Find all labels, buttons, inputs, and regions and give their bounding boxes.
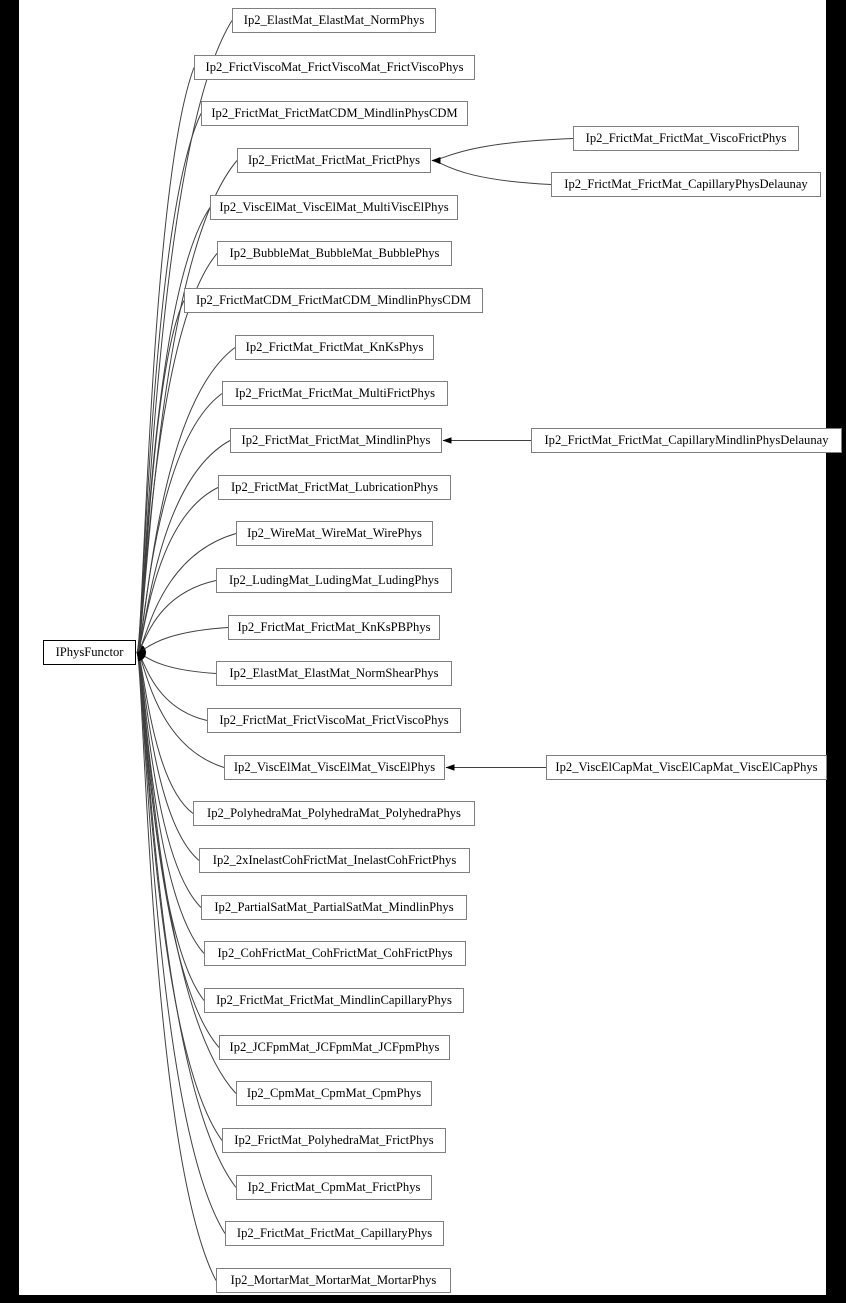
inheritance-edge <box>136 627 229 656</box>
class-node[interactable]: Ip2_FrictMat_FrictMat_LubricationPhys <box>218 475 451 500</box>
diagram-canvas: IPhysFunctor Ip2_ElastMat_ElastMat_NormPh… <box>19 0 842 1295</box>
class-node[interactable]: Ip2_FrictMat_FrictMat_KnKsPBPhys <box>228 615 440 640</box>
class-node-label: Ip2_2xInelastCohFrictMat_InelastCohFrict… <box>212 853 457 867</box>
class-node-label: Ip2_LudingMat_LudingMat_LudingPhys <box>229 573 439 587</box>
inheritance-edge <box>136 113 202 653</box>
class-node[interactable]: Ip2_CohFrictMat_CohFrictMat_CohFrictPhys <box>204 941 466 966</box>
class-node[interactable]: Ip2_FrictMat_PolyhedraMat_FrictPhys <box>222 1128 446 1153</box>
class-node-label: Ip2_FrictViscoMat_FrictViscoMat_FrictVis… <box>205 60 464 74</box>
class-node-label: Ip2_ElastMat_ElastMat_NormShearPhys <box>229 666 439 680</box>
class-node[interactable]: Ip2_ElastMat_ElastMat_NormPhys <box>232 8 436 33</box>
inheritance-edge <box>136 533 237 654</box>
class-node[interactable]: Ip2_PartialSatMat_PartialSatMat_MindlinP… <box>201 895 467 920</box>
inheritance-edge <box>136 347 236 653</box>
class-node[interactable]: Ip2_JCFpmMat_JCFpmMat_JCFpmPhys <box>219 1035 450 1060</box>
class-node-label: Ip2_FrictMat_FrictMat_LubricationPhys <box>230 480 439 494</box>
inheritance-edge <box>136 580 217 654</box>
class-node-label: Ip2_FrictMat_FrictMat_KnKsPhys <box>245 340 424 354</box>
class-node-label: Ip2_FrictMat_FrictMat_KnKsPBPhys <box>237 620 431 634</box>
class-node[interactable]: Ip2_ViscElCapMat_ViscElCapMat_ViscElCapP… <box>546 755 827 780</box>
class-node-label: Ip2_BubbleMat_BubbleMat_BubblePhys <box>229 246 440 260</box>
class-node-label: Ip2_CpmMat_CpmMat_CpmPhys <box>246 1086 422 1100</box>
class-node-label: Ip2_ViscElMat_ViscElMat_ViscElPhys <box>233 760 436 774</box>
inheritance-edge <box>136 440 231 653</box>
class-node-label: Ip2_FrictMat_FrictMat_MultiFrictPhys <box>234 386 436 400</box>
inheritance-edge <box>136 67 195 653</box>
class-node[interactable]: Ip2_FrictMat_FrictMat_MindlinPhys <box>230 428 442 453</box>
inheritance-edge <box>136 649 217 674</box>
class-node-label: Ip2_FrictMat_FrictMatCDM_MindlinPhysCDM <box>211 106 458 120</box>
class-node-label: Ip2_FrictMat_FrictMat_CapillaryMindlinPh… <box>544 433 829 447</box>
class-node-root[interactable]: IPhysFunctor <box>43 640 136 665</box>
class-node-label: Ip2_PartialSatMat_PartialSatMat_MindlinP… <box>214 900 454 914</box>
class-node[interactable]: Ip2_ViscElMat_ViscElMat_MultiViscElPhys <box>210 195 458 220</box>
class-node-label: Ip2_FrictMat_FrictMat_MindlinCapillaryPh… <box>216 993 452 1007</box>
class-node[interactable]: Ip2_FrictMat_FrictMat_KnKsPhys <box>235 335 434 360</box>
class-node[interactable]: Ip2_FrictMat_FrictMat_CapillaryPhysDelau… <box>551 172 821 197</box>
class-node-label: Ip2_JCFpmMat_JCFpmMat_JCFpmPhys <box>229 1040 440 1054</box>
class-node-label: Ip2_MortarMat_MortarMat_MortarPhys <box>230 1273 437 1287</box>
inheritance-edge <box>136 652 205 1001</box>
inheritance-edge <box>431 138 574 164</box>
class-node[interactable]: Ip2_PolyhedraMat_PolyhedraMat_PolyhedraP… <box>193 801 475 826</box>
inheritance-edge <box>136 652 217 1281</box>
inheritance-edge <box>136 652 194 814</box>
inheritance-edge <box>136 253 218 653</box>
class-node[interactable]: Ip2_FrictMat_FrictMat_MultiFrictPhys <box>222 381 448 406</box>
class-node-label: Ip2_WireMat_WireMat_WirePhys <box>247 526 422 540</box>
class-node[interactable]: Ip2_LudingMat_LudingMat_LudingPhys <box>216 568 452 593</box>
class-node[interactable]: Ip2_FrictMat_FrictMat_MindlinCapillaryPh… <box>204 988 464 1013</box>
class-node[interactable]: Ip2_MortarMat_MortarMat_MortarPhys <box>216 1268 451 1293</box>
class-node-label: Ip2_ViscElMat_ViscElMat_MultiViscElPhys <box>219 200 449 214</box>
class-node-label: Ip2_CohFrictMat_CohFrictMat_CohFrictPhys <box>217 946 453 960</box>
class-node-label: Ip2_ElastMat_ElastMat_NormPhys <box>243 13 425 27</box>
inheritance-edge <box>136 652 200 861</box>
class-node[interactable]: Ip2_FrictMat_CpmMat_FrictPhys <box>236 1175 432 1200</box>
class-node-label: Ip2_FrictMat_PolyhedraMat_FrictPhys <box>234 1133 434 1147</box>
class-node[interactable]: Ip2_FrictMat_FrictViscoMat_FrictViscoPhy… <box>207 708 461 733</box>
inheritance-edge <box>136 651 208 721</box>
class-node[interactable]: Ip2_BubbleMat_BubbleMat_BubblePhys <box>217 241 452 266</box>
inheritance-edge <box>431 157 552 185</box>
class-node-label: Ip2_FrictMat_FrictMat_ViscoFrictPhys <box>585 131 787 145</box>
inheritance-edge <box>136 652 202 908</box>
class-node-label: IPhysFunctor <box>55 645 124 659</box>
class-node[interactable]: Ip2_FrictMat_FrictMat_FrictPhys <box>237 148 431 173</box>
class-node-label: Ip2_FrictMat_CpmMat_FrictPhys <box>247 1180 421 1194</box>
class-node[interactable]: Ip2_ElastMat_ElastMat_NormShearPhys <box>216 661 452 686</box>
class-node[interactable]: Ip2_FrictMat_FrictMatCDM_MindlinPhysCDM <box>201 101 468 126</box>
class-node-label: Ip2_FrictMat_FrictViscoMat_FrictViscoPhy… <box>219 713 449 727</box>
class-node[interactable]: Ip2_FrictMat_FrictMat_CapillaryPhys <box>225 1221 444 1246</box>
class-node-label: Ip2_FrictMat_FrictMat_CapillaryPhys <box>236 1226 433 1240</box>
class-node[interactable]: Ip2_FrictMat_FrictMat_CapillaryMindlinPh… <box>531 428 842 453</box>
class-node-label: Ip2_FrictMat_FrictMat_CapillaryPhysDelau… <box>564 177 808 191</box>
class-node[interactable]: Ip2_FrictMat_FrictMat_ViscoFrictPhys <box>573 126 799 151</box>
inheritance-edge <box>136 300 185 653</box>
class-node-label: Ip2_FrictMat_FrictMat_FrictPhys <box>247 153 421 167</box>
class-node-label: Ip2_FrictMatCDM_FrictMatCDM_MindlinPhysC… <box>196 293 471 307</box>
class-node[interactable]: Ip2_FrictViscoMat_FrictViscoMat_FrictVis… <box>194 55 475 80</box>
class-node[interactable]: Ip2_WireMat_WireMat_WirePhys <box>236 521 433 546</box>
class-node-label: Ip2_FrictMat_FrictMat_MindlinPhys <box>241 433 431 447</box>
class-node-label: Ip2_ViscElCapMat_ViscElCapMat_ViscElCapP… <box>555 760 818 774</box>
class-node[interactable]: Ip2_FrictMatCDM_FrictMatCDM_MindlinPhysC… <box>184 288 483 313</box>
class-node[interactable]: Ip2_CpmMat_CpmMat_CpmPhys <box>236 1081 432 1106</box>
class-node[interactable]: Ip2_ViscElMat_ViscElMat_ViscElPhys <box>224 755 445 780</box>
inheritance-edge <box>136 207 211 653</box>
class-node[interactable]: Ip2_2xInelastCohFrictMat_InelastCohFrict… <box>199 848 470 873</box>
class-node-label: Ip2_PolyhedraMat_PolyhedraMat_PolyhedraP… <box>207 806 461 820</box>
inheritance-edge <box>136 487 219 653</box>
inheritance-edge <box>136 393 223 653</box>
